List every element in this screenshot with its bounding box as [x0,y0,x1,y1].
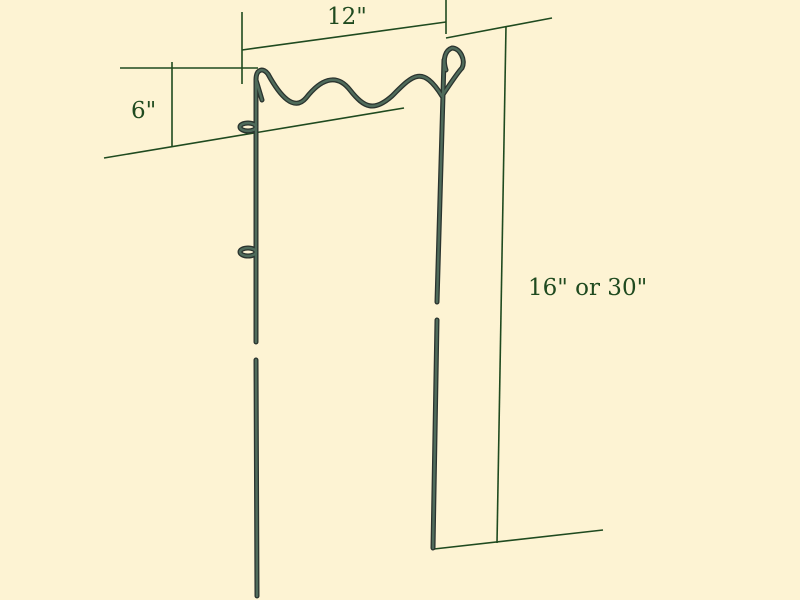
lower-wire-loop [238,246,258,258]
right-leg-lower [431,318,439,550]
height-label: 6" [131,98,156,124]
wavy-top-wire [254,46,465,108]
length-bottom-reference-line [433,529,604,550]
right-leg-upper [435,58,446,304]
length-dimension-line [496,25,507,544]
wire-stake [237,45,466,599]
left-leg-lower [254,358,259,598]
wire-stake-core [238,46,465,598]
width-dimension-line [241,21,447,51]
upper-wire-loop [238,121,258,133]
length-label: 16" or 30" [528,275,647,301]
length-top-reference-line [445,17,553,39]
width-label: 12" [327,4,367,30]
